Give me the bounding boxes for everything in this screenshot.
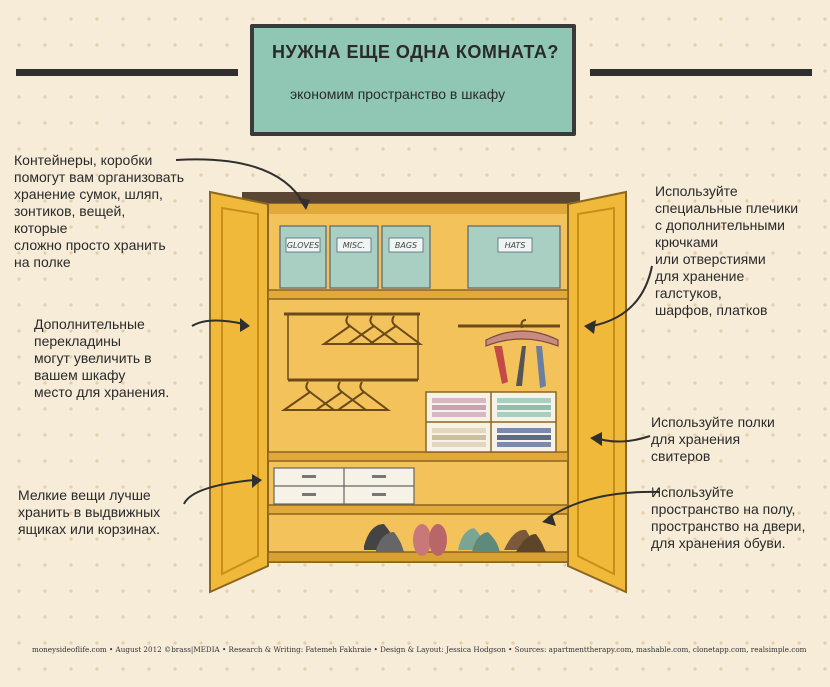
note-drawers: Мелкие вещи лучше хранить в выдвижных ящ… (18, 487, 161, 537)
shelf-top (267, 289, 569, 300)
wardrobe-top (242, 192, 580, 204)
storage-boxes (279, 225, 561, 289)
arrow-drawers (183, 479, 255, 505)
page-title: НУЖНА ЕЩЕ ОДНА КОМНАТА? (272, 42, 559, 62)
drawers (273, 467, 415, 505)
title-box: НУЖНА ЕЩЕ ОДНА КОМНАТА? экономим простра… (250, 24, 576, 136)
arrow-hangers (591, 265, 653, 327)
shelf-lower (267, 504, 569, 515)
box-label-bags: BAGS (395, 241, 417, 250)
note-rods: Дополнительные перекладины могут увеличи… (34, 316, 170, 400)
hanging-rods (284, 312, 560, 382)
left-door (209, 190, 269, 594)
sweater-shelf (425, 391, 557, 453)
note-containers: Контейнеры, коробки помогут вам организо… (14, 152, 184, 270)
box-label-hats: HATS (505, 241, 526, 250)
note-floor: Используйте пространство на полу, простр… (651, 484, 806, 551)
header-rule-left (16, 69, 238, 76)
box-label-gloves: GLOVES (287, 241, 319, 250)
shelf-middle (267, 451, 569, 462)
arrow-containers (175, 158, 305, 205)
box-label-misc: MISC. (343, 241, 365, 250)
page-subtitle: экономим пространство в шкафу (290, 86, 506, 102)
hangers-lower (280, 381, 391, 411)
note-hangers: Используйте специальные плечики с дополн… (655, 183, 799, 318)
tie-hanger (485, 319, 559, 388)
shoes (364, 524, 546, 556)
footer-credits: moneysideoflife.com • August 2012 ©brass… (32, 645, 807, 654)
header-rule-right (590, 69, 812, 76)
arrow-rods (191, 319, 245, 327)
arrow-heads (240, 198, 602, 526)
note-shelves: Используйте полки для хранения свитеров (651, 414, 775, 464)
arrow-floor (547, 490, 661, 519)
right-door (567, 190, 627, 594)
hangers-upper (320, 315, 423, 345)
